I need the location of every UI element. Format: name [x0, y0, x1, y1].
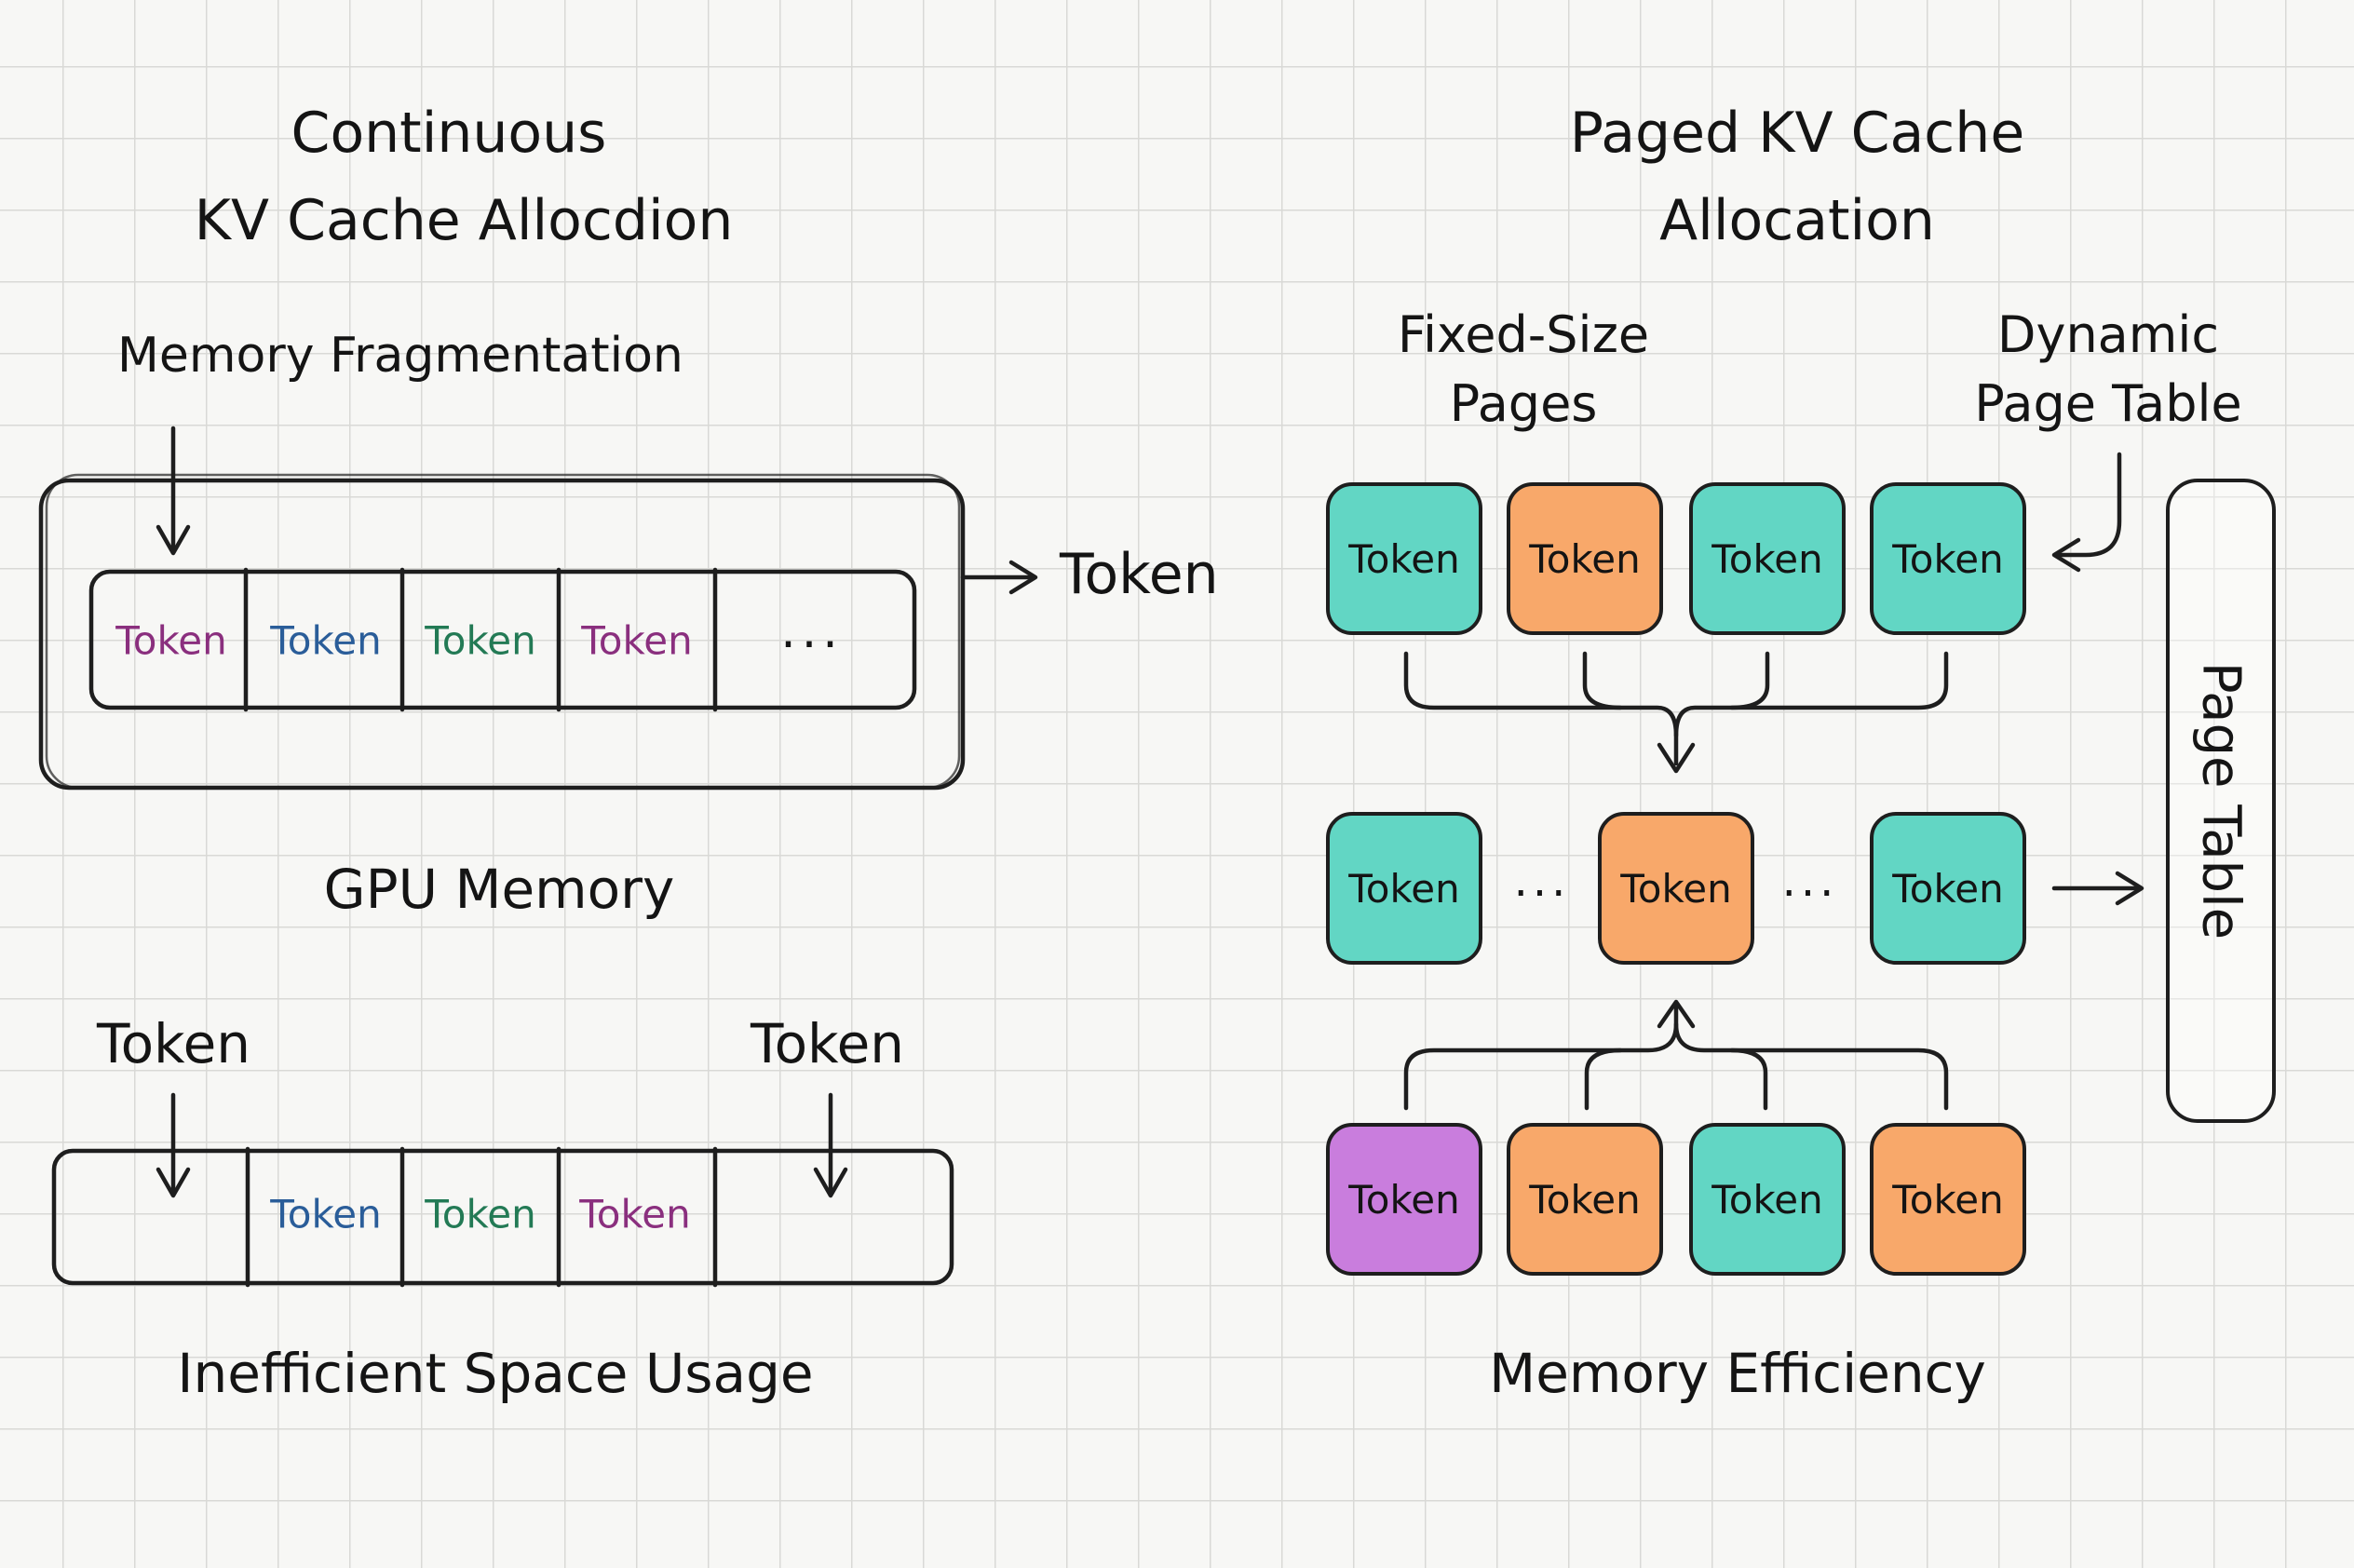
right-title-line2: Allocation	[1659, 188, 1935, 253]
page-table-label: Page Table	[2190, 661, 2252, 940]
side-token-arrowhead	[1008, 560, 1038, 595]
page-tile-teal: Token	[1689, 482, 1846, 635]
fixed-size-label-line2: Pages	[1449, 374, 1598, 433]
merge-connector-bottom	[1403, 1005, 1679, 1111]
bottom-strip	[51, 1148, 954, 1286]
bottom-cell-token: Token	[425, 1191, 536, 1237]
dynamic-arrowhead	[2051, 537, 2081, 573]
page-tile-teal: Token	[1870, 482, 2026, 635]
gpu-cell-ellipsis: ...	[780, 603, 844, 659]
merge-connector-bottom	[1729, 1048, 1768, 1111]
gpu-cell-token: Token	[581, 617, 693, 664]
gpu-cell-token: Token	[115, 617, 227, 664]
merge-connector-bottom	[1673, 1021, 1949, 1111]
memory-fragmentation-label: Memory Fragmentation	[117, 328, 683, 384]
page-tile-purple: Token	[1326, 1123, 1482, 1276]
page-table-arrowhead	[2115, 871, 2144, 906]
page-tile-teal: Token	[1326, 482, 1482, 635]
page-tile-orange: Token	[1507, 482, 1663, 635]
bottom-cell-token: Token	[579, 1191, 691, 1237]
dynamic-label-line2: Page Table	[1974, 374, 2242, 433]
gpu-memory-label: GPU Memory	[323, 858, 675, 921]
page-tile-teal: Token	[1326, 812, 1482, 965]
fragmentation-arrowhead	[156, 524, 191, 556]
merge-connector-top	[1729, 651, 1770, 710]
row2-ellipsis: ...	[1781, 855, 1839, 907]
page-table-box	[2166, 479, 2276, 1123]
left-title-line2: KV Cache Allocdion	[194, 188, 734, 253]
left-title-line1: Continuous	[291, 101, 607, 166]
merge-connector-top	[1582, 651, 1623, 710]
dynamic-arrow	[2053, 452, 2122, 558]
gpu-memory-frame-sketch	[45, 473, 961, 790]
gpu-cell-token: Token	[270, 617, 382, 664]
page-tile-orange: Token	[1598, 812, 1754, 965]
row2-ellipsis: ...	[1513, 855, 1571, 907]
page-tile-teal: Token	[1870, 812, 2026, 965]
page-tile-teal: Token	[1689, 1123, 1846, 1276]
memory-efficiency-label: Memory Efficiency	[1489, 1342, 1986, 1405]
bottom-token-arrowhead-right	[813, 1167, 848, 1198]
gpu-cell-token: Token	[425, 617, 536, 664]
gpu-token-strip	[88, 569, 917, 710]
merge-connector-bottom-arrowhead	[1657, 999, 1696, 1029]
bottom-cell-token: Token	[270, 1191, 382, 1237]
fixed-size-label-line1: Fixed-Size	[1397, 305, 1650, 364]
page-tile-orange: Token	[1870, 1123, 2026, 1276]
inefficient-space-label: Inefficient Space Usage	[177, 1342, 814, 1405]
right-title-line1: Paged KV Cache	[1569, 101, 2025, 166]
merge-connector-bottom	[1584, 1048, 1623, 1111]
merge-connector-top	[1673, 651, 1949, 738]
merge-connector-top-arrowhead	[1657, 742, 1696, 774]
page-tile-orange: Token	[1507, 1123, 1663, 1276]
side-token-label: Token	[1060, 542, 1219, 607]
dynamic-label-line1: Dynamic	[1996, 305, 2220, 364]
bottom-token-label-right: Token	[751, 1012, 905, 1075]
merge-connector-top	[1403, 651, 1679, 766]
bottom-token-label-left: Token	[97, 1012, 251, 1075]
bottom-token-arrowhead-left	[156, 1167, 191, 1198]
